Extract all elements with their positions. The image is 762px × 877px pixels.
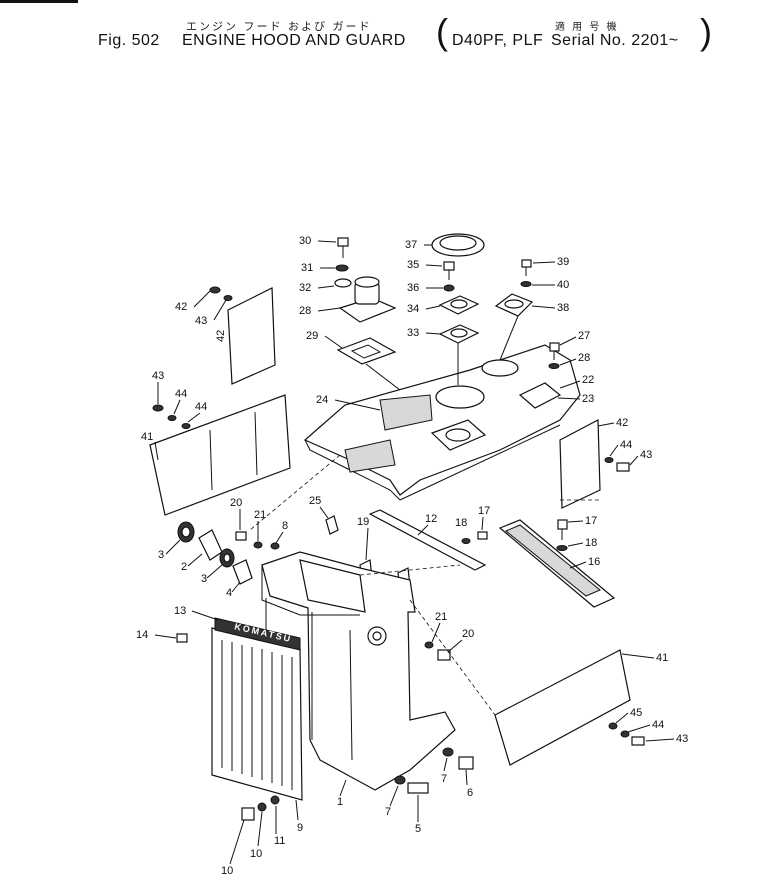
callout-11: 10 (250, 848, 262, 860)
callout-1: 1 (337, 796, 343, 808)
callout-21a: 21 (254, 509, 266, 521)
callout-15: 12 (425, 513, 437, 525)
callout-2: 2 (181, 561, 187, 573)
callout-27: 28 (578, 352, 590, 364)
callout-20b: 20 (462, 628, 474, 640)
open-paren: ( (436, 11, 448, 52)
callout-43c: 43 (640, 449, 652, 461)
callout-10: 10 (221, 865, 233, 877)
callout-45a: 44 (195, 401, 207, 413)
bolt-10 (241, 807, 255, 821)
side-cover-right (494, 649, 631, 766)
callout-44d: 44 (652, 719, 664, 731)
callout-37: 37 (405, 239, 417, 251)
callout-42b: 42 (616, 417, 628, 429)
callout-45b: 45 (630, 707, 642, 719)
radiator-guard-frame (261, 551, 456, 791)
gasket-29 (336, 337, 397, 365)
callout-29: 29 (306, 330, 318, 342)
side-cover-left (149, 394, 291, 516)
callout-21b: 21 (435, 611, 447, 623)
callout-43a: 42 (175, 301, 187, 313)
grille-bars (221, 640, 293, 790)
callout-32: 32 (299, 282, 311, 294)
bracket-15 (368, 509, 487, 571)
callout-33: 33 (407, 327, 419, 339)
callout-22: 22 (582, 374, 594, 386)
callout-12: 11 (274, 835, 285, 847)
callout-40: 40 (557, 279, 569, 291)
model-label: D40PF, PLF (452, 32, 544, 49)
hood-plate (379, 394, 433, 431)
callout-34: 34 (407, 303, 419, 315)
callout-6: 6 (467, 787, 473, 799)
callout-24: 24 (316, 394, 328, 406)
side-plate-42-left (227, 287, 276, 385)
callout-16: 16 (588, 556, 600, 568)
callout-9: 9 (297, 822, 303, 834)
callout-18a: 18 (455, 517, 467, 529)
callout-19: 19 (357, 516, 369, 528)
figure-title: ENGINE HOOD AND GUARD (182, 32, 406, 49)
callout-35: 35 (407, 259, 419, 271)
callout-17b: 17 (585, 515, 597, 527)
callout-7a: 7 (441, 773, 447, 785)
callout-38: 38 (557, 302, 569, 314)
callout-43d: 43 (676, 733, 688, 745)
callout-13: 13 (174, 605, 186, 617)
callout-labels: 30 31 32 28 29 37 35 36 34 33 39 40 38 (136, 235, 688, 877)
callout-4: 4 (226, 587, 232, 599)
callout-7b: 7 (385, 806, 391, 818)
callout-3b: 3 (201, 573, 207, 585)
maker-badge (214, 617, 301, 651)
engine-hood (303, 344, 581, 496)
hood-opening-center (435, 385, 485, 409)
callout-31: 31 (301, 262, 313, 274)
callout-44a: 43 (195, 315, 207, 327)
callout-26: 27 (578, 330, 590, 342)
callout-3a: 3 (158, 549, 164, 561)
hood-opening-rear (481, 359, 519, 377)
close-paren: ) (700, 11, 712, 52)
figure-label: Fig. 502 (98, 32, 160, 49)
callout-18b: 18 (585, 537, 597, 549)
top-rule (0, 0, 78, 3)
callout-36: 36 (407, 282, 419, 294)
callout-5: 5 (415, 823, 421, 835)
callout-30: 30 (299, 235, 311, 247)
japanese-applicability-note: 適 用 号 機 (555, 22, 619, 33)
serial-label: Serial No. 2201~ (551, 32, 679, 49)
callout-20a: 20 (230, 497, 242, 509)
callout-17a: 17 (478, 505, 490, 517)
japanese-title: エンジン フード および ガード (186, 20, 372, 33)
callout-44c: 44 (620, 439, 632, 451)
callout-42a: 42 (215, 330, 227, 342)
callout-44b: 44 (175, 388, 187, 400)
callout-28: 28 (299, 305, 311, 317)
callout-41b: 41 (656, 652, 668, 664)
callout-23: 23 (582, 393, 594, 405)
callout-43b: 43 (152, 370, 164, 382)
callout-14: 14 (136, 629, 148, 641)
side-plate-42-right (559, 419, 601, 509)
front-grille (211, 627, 303, 801)
callout-25: 25 (309, 495, 321, 507)
callout-41a: 41 (141, 431, 153, 443)
callout-39: 39 (557, 256, 569, 268)
callout-8: 8 (282, 520, 288, 532)
